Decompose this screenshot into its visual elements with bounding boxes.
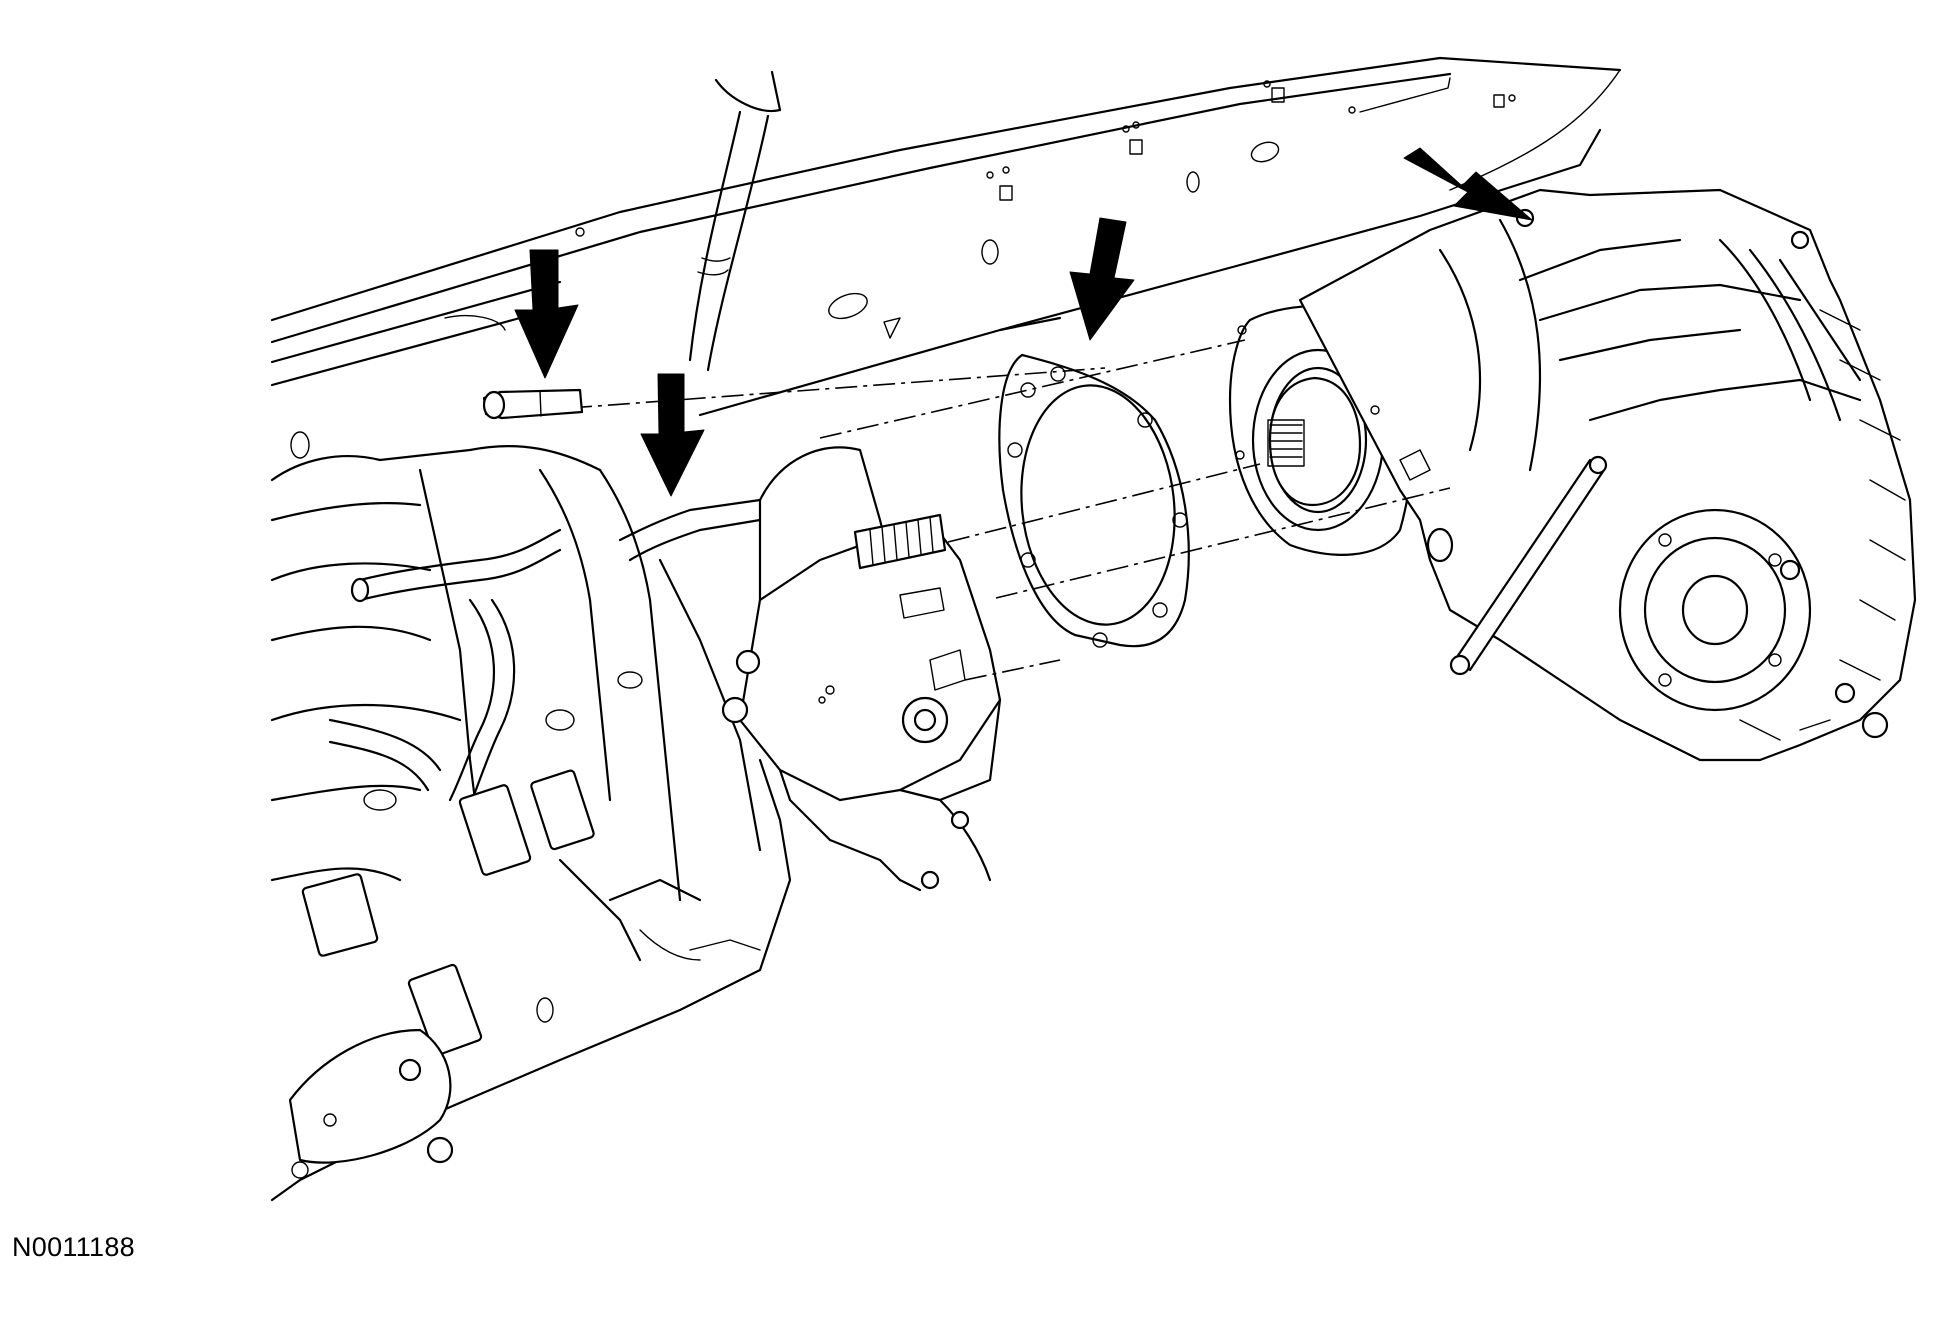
extension-housing (721, 446, 1002, 892)
callout-arrow-transfer-case (1403, 147, 1533, 221)
gasket (998, 353, 1190, 648)
callout-arrow-gasket (1069, 217, 1135, 341)
bolt (482, 388, 584, 420)
figure-reference-id: N0011188 (12, 1232, 136, 1262)
frame-rail (270, 56, 1622, 459)
callout-arrow-cable (640, 373, 705, 497)
transmission-assembly (270, 444, 792, 1202)
shift-cable (688, 70, 782, 372)
callout-arrow-bolt (514, 249, 579, 379)
transfer-case (1228, 188, 1917, 762)
